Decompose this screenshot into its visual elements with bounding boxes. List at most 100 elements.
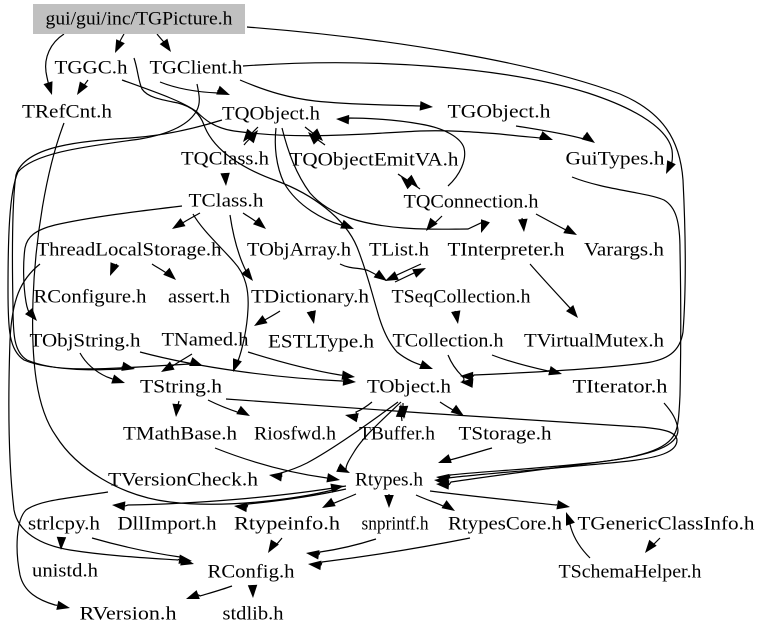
node-TGPicture[interactable]: gui/gui/inc/TGPicture.h: [33, 4, 245, 34]
arrowhead-TQObject-TQClass: [243, 128, 255, 142]
node-RVersion[interactable]: RVersion.h: [80, 604, 178, 625]
node-Riosfwd[interactable]: Riosfwd.h: [254, 424, 337, 445]
node-label-strlcpy[interactable]: strlcpy.h: [28, 514, 101, 535]
node-TGGC[interactable]: TGGC.h: [55, 58, 129, 79]
node-label-TNamed[interactable]: TNamed.h: [162, 330, 250, 351]
node-label-stdlib[interactable]: stdlib.h: [223, 604, 285, 625]
node-TQConnection[interactable]: TQConnection.h: [404, 192, 540, 213]
edge-TClass-TString: [192, 213, 249, 372]
node-label-TBuffer[interactable]: TBuffer.h: [359, 424, 436, 445]
node-label-TQClass[interactable]: TQClass.h: [181, 149, 270, 170]
arrowhead-strlcpy-RConfig: [180, 556, 194, 566]
node-label-TRefCnt[interactable]: TRefCnt.h: [22, 102, 113, 123]
node-label-TClass[interactable]: TClass.h: [189, 191, 265, 212]
arrowhead-TGClient-GuiTypes: [666, 160, 676, 174]
node-TGenericClassInfo[interactable]: TGenericClassInfo.h: [578, 514, 756, 535]
node-Varargs[interactable]: Varargs.h: [584, 240, 665, 261]
node-label-TGPicture[interactable]: gui/gui/inc/TGPicture.h: [46, 9, 234, 30]
node-RConfigure[interactable]: RConfigure.h: [34, 287, 148, 308]
node-label-Rtypeinfo[interactable]: Rtypeinfo.h: [234, 514, 341, 535]
node-label-unistd[interactable]: unistd.h: [32, 561, 99, 582]
node-label-TVersionCheck[interactable]: TVersionCheck.h: [108, 470, 259, 491]
node-TObject[interactable]: TObject.h: [367, 377, 452, 398]
node-Rtypeinfo[interactable]: Rtypeinfo.h: [234, 514, 341, 535]
node-RConfig[interactable]: RConfig.h: [208, 562, 296, 583]
node-label-TSeqCollection[interactable]: TSeqCollection.h: [392, 287, 532, 308]
edge-TStorage-Rtypes: [438, 447, 493, 463]
node-label-Rtypes[interactable]: Rtypes.h: [355, 470, 424, 491]
node-TString[interactable]: TString.h: [140, 377, 223, 398]
node-label-assert[interactable]: assert.h: [168, 287, 231, 308]
node-label-TQConnection[interactable]: TQConnection.h: [404, 192, 540, 213]
node-label-DllImport[interactable]: DllImport.h: [118, 514, 218, 535]
node-TCollection[interactable]: TCollection.h: [393, 331, 505, 352]
node-label-RVersion[interactable]: RVersion.h: [80, 604, 178, 625]
node-TSchemaHelper[interactable]: TSchemaHelper.h: [559, 562, 703, 583]
edge-shaft-TGClient-TGObject: [239, 79, 423, 107]
node-label-ESTLType[interactable]: ESTLType.h: [268, 332, 375, 353]
node-TGObject[interactable]: TGObject.h: [448, 102, 552, 123]
node-label-TCollection[interactable]: TCollection.h: [393, 331, 505, 352]
edge-TClass-TDictionary: [229, 214, 253, 281]
node-label-TMathBase[interactable]: TMathBase.h: [123, 424, 238, 445]
node-label-TVirtualMutex[interactable]: TVirtualMutex.h: [524, 331, 665, 352]
node-Rtypes[interactable]: Rtypes.h: [355, 470, 424, 491]
node-unistd[interactable]: unistd.h: [32, 561, 99, 582]
node-assert[interactable]: assert.h: [168, 287, 231, 308]
node-TQObject[interactable]: TQObject.h: [222, 104, 321, 125]
node-label-TGenericClassInfo[interactable]: TGenericClassInfo.h: [578, 514, 756, 535]
node-TDictionary[interactable]: TDictionary.h: [251, 287, 370, 308]
node-RtypesCore[interactable]: RtypesCore.h: [448, 514, 563, 535]
node-TObjArray[interactable]: TObjArray.h: [247, 240, 352, 261]
node-stdlib[interactable]: stdlib.h: [223, 604, 285, 625]
node-GuiTypes[interactable]: GuiTypes.h: [566, 149, 666, 170]
node-label-TObjString[interactable]: TObjString.h: [30, 331, 142, 352]
node-TGClient[interactable]: TGClient.h: [150, 58, 244, 79]
node-label-RtypesCore[interactable]: RtypesCore.h: [448, 514, 563, 535]
node-TObjString[interactable]: TObjString.h: [30, 331, 142, 352]
node-label-GuiTypes[interactable]: GuiTypes.h: [566, 149, 666, 170]
node-TIterator[interactable]: TIterator.h: [573, 377, 669, 398]
node-label-TDictionary[interactable]: TDictionary.h: [251, 287, 370, 308]
node-label-TIterator[interactable]: TIterator.h: [573, 377, 669, 398]
node-label-TGObject[interactable]: TGObject.h: [448, 102, 552, 123]
node-TInterpreter[interactable]: TInterpreter.h: [448, 240, 566, 261]
node-TSeqCollection[interactable]: TSeqCollection.h: [392, 287, 532, 308]
arrowhead-TClass-ThreadLocalStorage: [172, 218, 186, 229]
node-label-RConfigure[interactable]: RConfigure.h: [34, 287, 148, 308]
edge-TClass-TObjString: [23, 205, 183, 321]
node-label-TInterpreter[interactable]: TInterpreter.h: [448, 240, 566, 261]
node-label-TObject[interactable]: TObject.h: [367, 377, 452, 398]
node-label-TGClient[interactable]: TGClient.h: [150, 58, 244, 79]
node-label-TQObject[interactable]: TQObject.h: [222, 104, 321, 125]
node-label-snprintf[interactable]: snprintf.h: [362, 514, 429, 535]
node-TList[interactable]: TList.h: [369, 240, 430, 261]
node-label-TStorage[interactable]: TStorage.h: [459, 424, 553, 445]
node-TStorage[interactable]: TStorage.h: [459, 424, 553, 445]
node-label-TSchemaHelper[interactable]: TSchemaHelper.h: [559, 562, 703, 583]
node-label-TString[interactable]: TString.h: [140, 377, 223, 398]
node-label-TQObjectEmitVA[interactable]: TQObjectEmitVA.h: [290, 150, 460, 171]
node-TBuffer[interactable]: TBuffer.h: [359, 424, 436, 445]
node-snprintf[interactable]: snprintf.h: [362, 514, 429, 535]
node-label-Varargs[interactable]: Varargs.h: [584, 240, 665, 261]
node-ThreadLocalStorage[interactable]: ThreadLocalStorage.h: [37, 240, 223, 261]
node-label-Riosfwd[interactable]: Riosfwd.h: [254, 424, 337, 445]
node-TVirtualMutex[interactable]: TVirtualMutex.h: [524, 331, 665, 352]
node-TRefCnt[interactable]: TRefCnt.h: [22, 102, 113, 123]
node-TNamed[interactable]: TNamed.h: [162, 330, 250, 351]
edge-shaft-TQObject-TInterpreter: [281, 127, 486, 230]
node-TMathBase[interactable]: TMathBase.h: [123, 424, 238, 445]
node-ESTLType[interactable]: ESTLType.h: [268, 332, 375, 353]
node-TVersionCheck[interactable]: TVersionCheck.h: [108, 470, 259, 491]
node-TQObjectEmitVA[interactable]: TQObjectEmitVA.h: [290, 150, 460, 171]
node-DllImport[interactable]: DllImport.h: [118, 514, 218, 535]
node-label-RConfig[interactable]: RConfig.h: [208, 562, 296, 583]
node-strlcpy[interactable]: strlcpy.h: [28, 514, 101, 535]
node-label-TList[interactable]: TList.h: [369, 240, 430, 261]
node-TQClass[interactable]: TQClass.h: [181, 149, 270, 170]
node-TClass[interactable]: TClass.h: [189, 191, 265, 212]
node-label-ThreadLocalStorage[interactable]: ThreadLocalStorage.h: [37, 240, 223, 261]
node-label-TObjArray[interactable]: TObjArray.h: [247, 240, 352, 261]
node-label-TGGC[interactable]: TGGC.h: [55, 58, 129, 79]
